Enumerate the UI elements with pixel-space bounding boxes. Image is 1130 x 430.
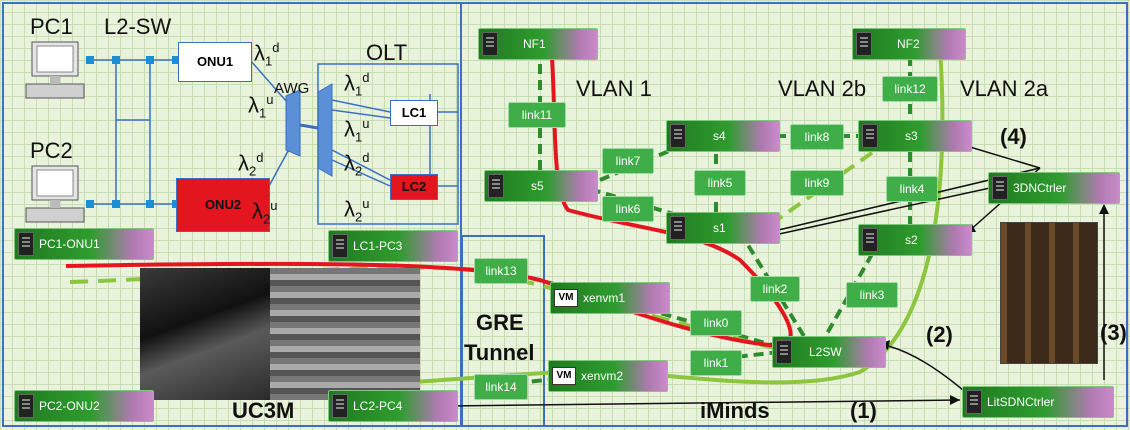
port: [86, 200, 94, 208]
node-lc1-pc3[interactable]: LC1-PC3: [328, 230, 458, 262]
server-icon: [670, 124, 686, 148]
link6[interactable]: link6: [602, 196, 654, 222]
server-icon: [332, 234, 348, 258]
node-s5[interactable]: s5: [484, 170, 598, 202]
olt-label: OLT: [366, 40, 408, 65]
lc1-box[interactable]: LC1: [390, 100, 438, 126]
lambda-label: λ2d: [344, 150, 370, 179]
step-4-label: (4): [1000, 124, 1027, 149]
port: [86, 56, 94, 64]
pc1-computer-icon[interactable]: [24, 40, 88, 104]
vm-icon: VM: [554, 289, 578, 307]
lab-photo-left: [140, 268, 270, 400]
server-icon: [332, 394, 348, 418]
node-sdn-controller[interactable]: 3DNCtrler: [988, 172, 1120, 204]
server-icon: [856, 32, 872, 56]
server-icon: [670, 216, 686, 240]
step-3-label: (3): [1100, 320, 1127, 345]
server-icon: [966, 390, 982, 414]
tunnel-label: Tunnel: [464, 340, 535, 365]
lambda-label: λ1d: [344, 70, 370, 99]
link7[interactable]: link7: [602, 148, 654, 174]
pc1-label: PC1: [30, 14, 73, 39]
node-lc2-pc4[interactable]: LC2-PC4: [328, 390, 458, 422]
vlan1-label: VLAN 1: [576, 76, 652, 101]
node-pc2-onu2[interactable]: PC2-ONU2: [14, 390, 154, 422]
port: [112, 200, 120, 208]
node-lit-sdn-controller[interactable]: LitSDNCtrler: [962, 386, 1114, 418]
link12[interactable]: link12: [882, 76, 938, 102]
lambda-label: λ2u: [252, 198, 278, 227]
port: [146, 56, 154, 64]
lab-photo-right: [270, 268, 420, 400]
step-2-label: (2): [926, 322, 953, 347]
port: [146, 200, 154, 208]
step-1-label: (1): [850, 398, 877, 423]
lambda-label: λ2d: [238, 150, 264, 179]
node-pc1-onu1[interactable]: PC1-ONU1: [14, 228, 154, 260]
link5[interactable]: link5: [694, 170, 746, 196]
lambda-label: λ2u: [344, 196, 370, 225]
lc2-box[interactable]: LC2: [390, 174, 438, 200]
port: [112, 56, 120, 64]
link13[interactable]: link13: [474, 258, 528, 284]
node-s2[interactable]: s2: [858, 224, 972, 256]
link2[interactable]: link2: [750, 276, 800, 302]
link1[interactable]: link1: [690, 350, 742, 376]
pc2-computer-icon[interactable]: [24, 164, 88, 228]
onu2-box[interactable]: ONU2: [176, 178, 270, 232]
server-icon: [488, 174, 504, 198]
lambda-label: λ1d: [254, 40, 280, 69]
node-s4[interactable]: s4: [666, 120, 780, 152]
link11[interactable]: link11: [508, 102, 566, 128]
node-s3[interactable]: s3: [858, 120, 972, 152]
vlan2a-label: VLAN 2a: [960, 76, 1049, 101]
link8[interactable]: link8: [790, 124, 844, 150]
vm-icon: VM: [552, 367, 576, 385]
server-icon: [776, 340, 792, 364]
server-icon: [862, 124, 878, 148]
link0[interactable]: link0: [690, 310, 742, 336]
l2-sw-label: L2-SW: [104, 14, 172, 39]
server-icon: [482, 32, 498, 56]
awg-label: AWG: [274, 80, 310, 97]
node-l2sw[interactable]: L2SW: [772, 336, 886, 368]
pc2-label: PC2: [30, 138, 73, 163]
server-icon: [18, 232, 34, 256]
onu1-box[interactable]: ONU1: [178, 42, 252, 82]
rack-photo: [1000, 222, 1098, 364]
server-icon: [992, 176, 1008, 200]
uc3m-label: UC3M: [232, 398, 295, 423]
node-nf1[interactable]: NF1: [478, 28, 598, 60]
link3[interactable]: link3: [846, 282, 898, 308]
link14[interactable]: link14: [474, 374, 528, 400]
server-icon: [18, 394, 34, 418]
gre-label: GRE: [476, 310, 524, 335]
node-s1[interactable]: s1: [666, 212, 780, 244]
lambda-label: λ1u: [344, 116, 370, 145]
vlan2b-label: VLAN 2b: [778, 76, 867, 101]
iminds-label: iMinds: [700, 398, 770, 423]
node-nf2[interactable]: NF2: [852, 28, 966, 60]
port: [172, 56, 180, 64]
server-icon: [862, 228, 878, 252]
link9[interactable]: link9: [790, 170, 844, 196]
lambda-label: λ1u: [248, 92, 274, 121]
link4[interactable]: link4: [886, 176, 938, 202]
